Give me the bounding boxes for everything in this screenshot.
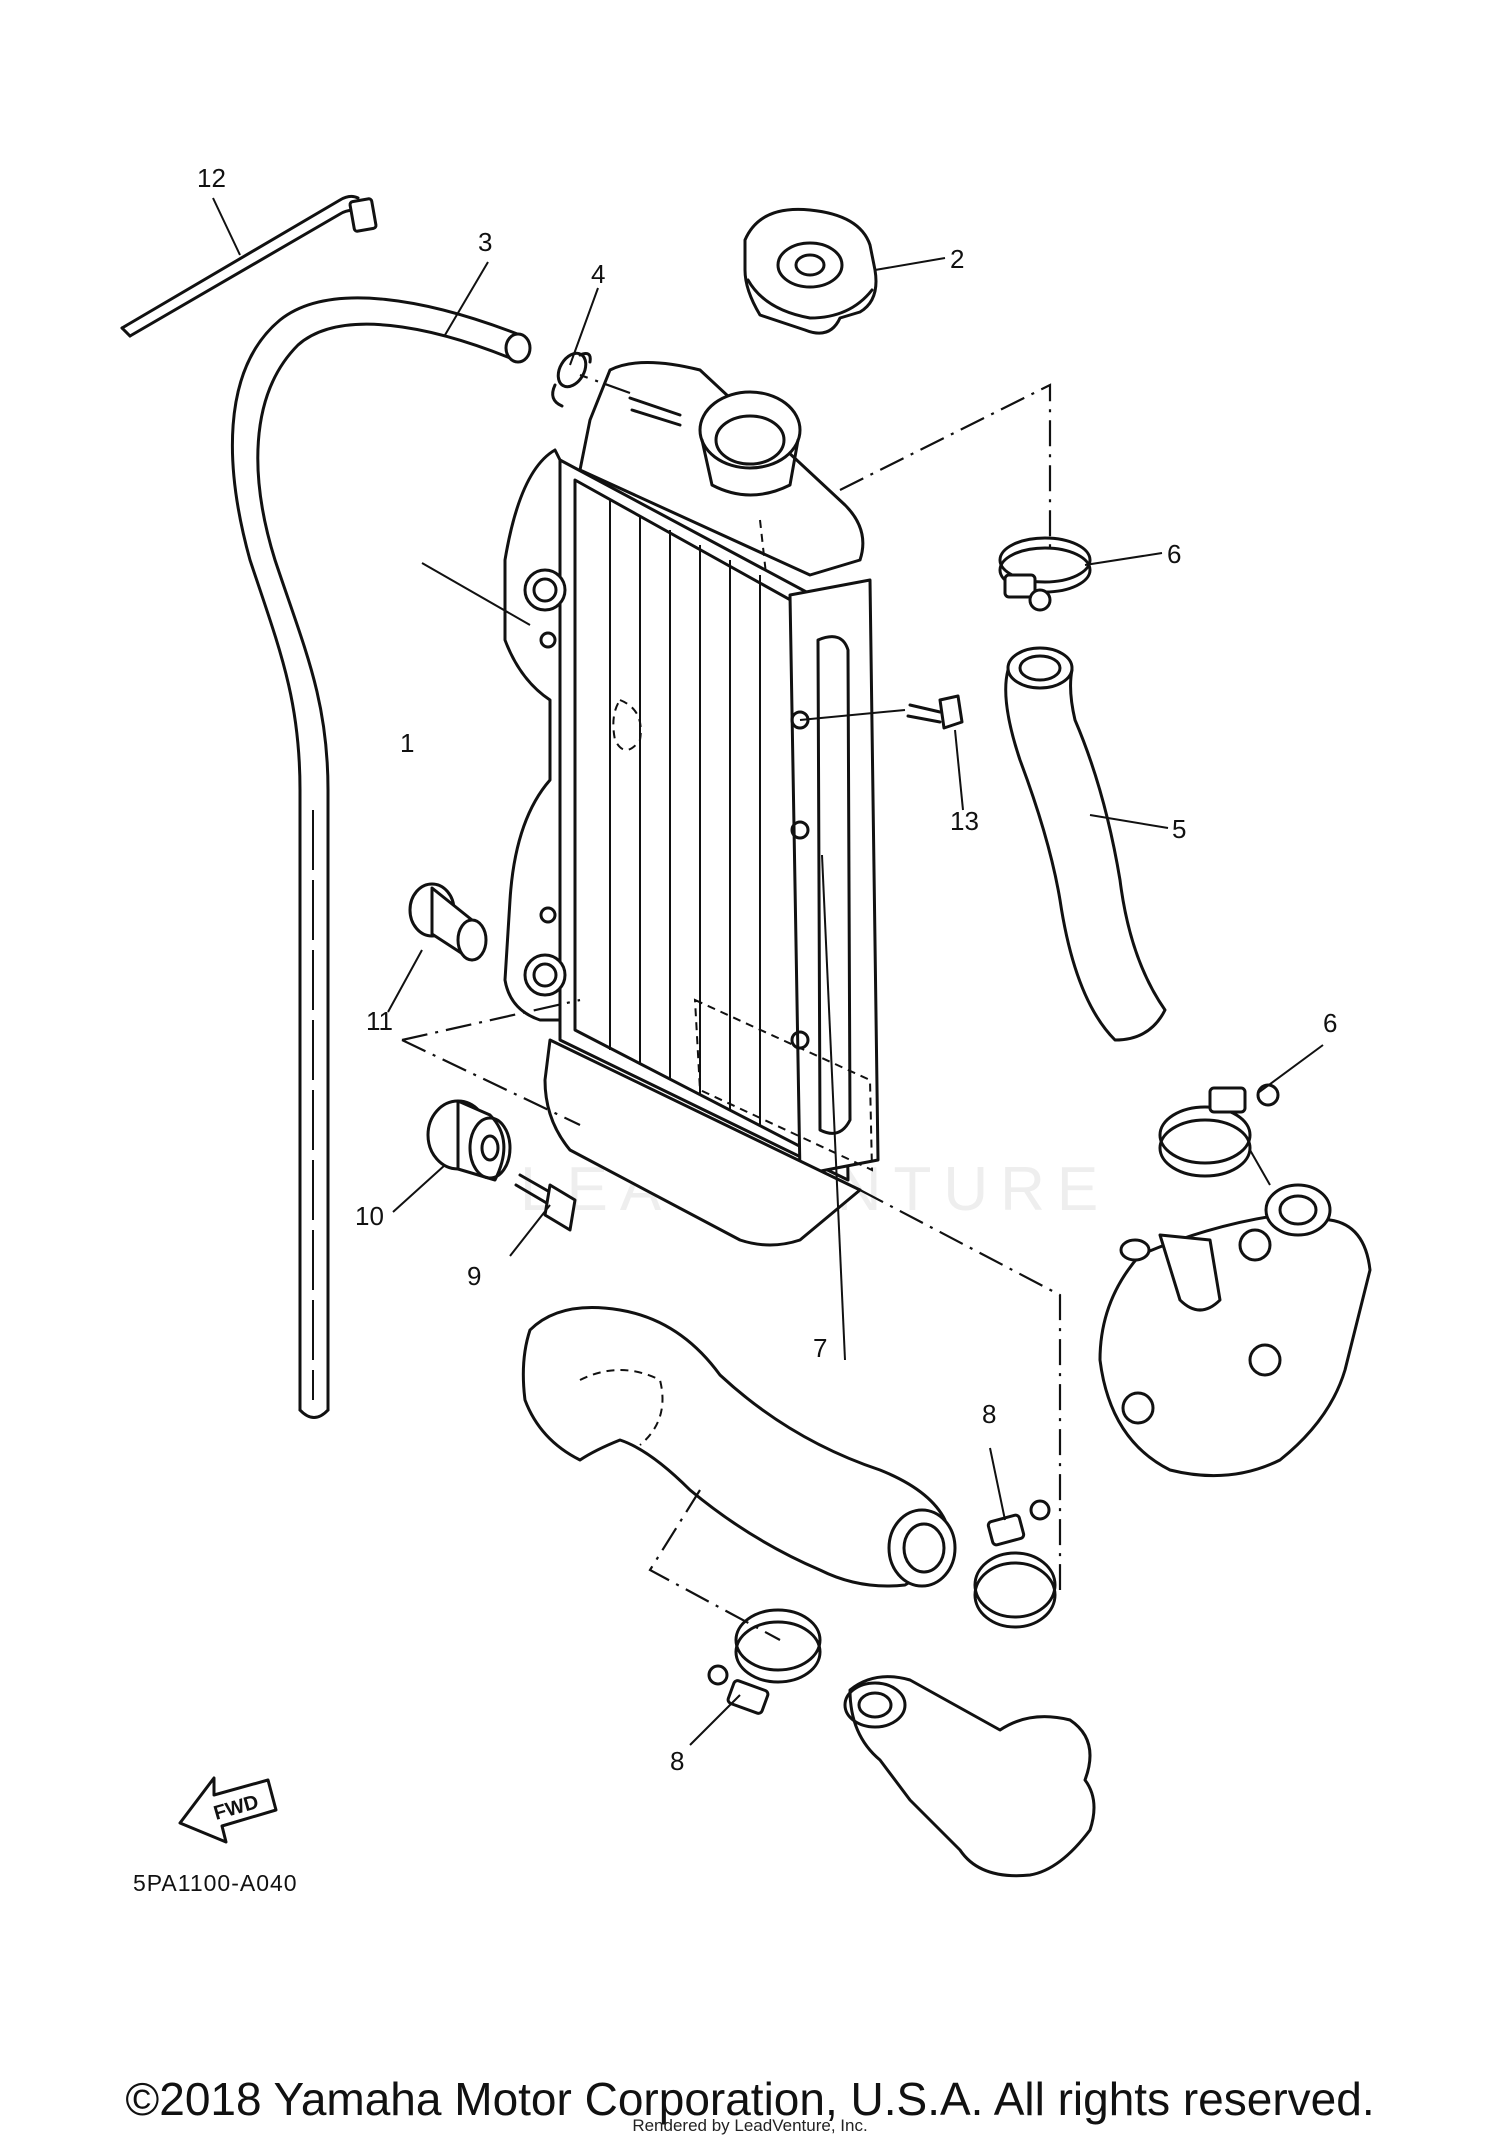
- breather-hose: [230, 296, 532, 1419]
- callout-3: 3: [478, 227, 492, 257]
- rendered-by-credit: Rendered by LeadVenture, Inc.: [632, 2116, 868, 2135]
- callout-12: 12: [197, 163, 226, 193]
- callout-6b: 6: [1323, 1008, 1337, 1038]
- callout-1: 1: [400, 728, 414, 758]
- radiator-bolt: [799, 694, 964, 730]
- centre-lines: [401, 373, 1062, 1641]
- fwd-arrow-icon: FWD: [178, 1776, 278, 1844]
- callout-8a: 8: [982, 1399, 996, 1429]
- lower-hose-clamp: [973, 1499, 1057, 1629]
- diagram-code: 5PA1100-A040: [133, 1870, 298, 1896]
- cylinder-head-outlet: [1098, 1149, 1372, 1478]
- cable-tie: [120, 194, 378, 338]
- callout-11: 11: [366, 1006, 393, 1036]
- callout-6a: 6: [1167, 539, 1181, 569]
- callout-numbers: 1 2 3 4 5 6 6 7 8 8 9 10 11 12 13: [197, 163, 1337, 1776]
- callout-7: 7: [813, 1333, 827, 1363]
- callout-10: 10: [355, 1201, 384, 1231]
- callout-8b: 8: [670, 1746, 684, 1776]
- upper-radiator-hose: [1004, 646, 1167, 1042]
- lower-radiator-hose: [521, 1306, 957, 1588]
- upper-hose-clamp: [998, 536, 1092, 612]
- callout-2: 2: [950, 244, 964, 274]
- copyright-notice: ©2018 Yamaha Motor Corporation, U.S.A. A…: [125, 2073, 1375, 2125]
- callout-9: 9: [467, 1261, 481, 1291]
- water-pump-cover: [843, 1675, 1096, 1878]
- grommet: [426, 1099, 512, 1182]
- radiator-cap: [743, 207, 878, 335]
- leader-lines: [212, 197, 1324, 1746]
- collar: [408, 882, 488, 962]
- radiator: [503, 361, 880, 1247]
- callout-13: 13: [950, 806, 979, 836]
- lower-upper-hose-clamp: [1158, 1083, 1280, 1178]
- callout-4: 4: [591, 259, 605, 289]
- callout-5: 5: [1172, 814, 1186, 844]
- flange-bolt: [514, 1173, 577, 1232]
- lower-hose-clamp-2: [707, 1608, 822, 1715]
